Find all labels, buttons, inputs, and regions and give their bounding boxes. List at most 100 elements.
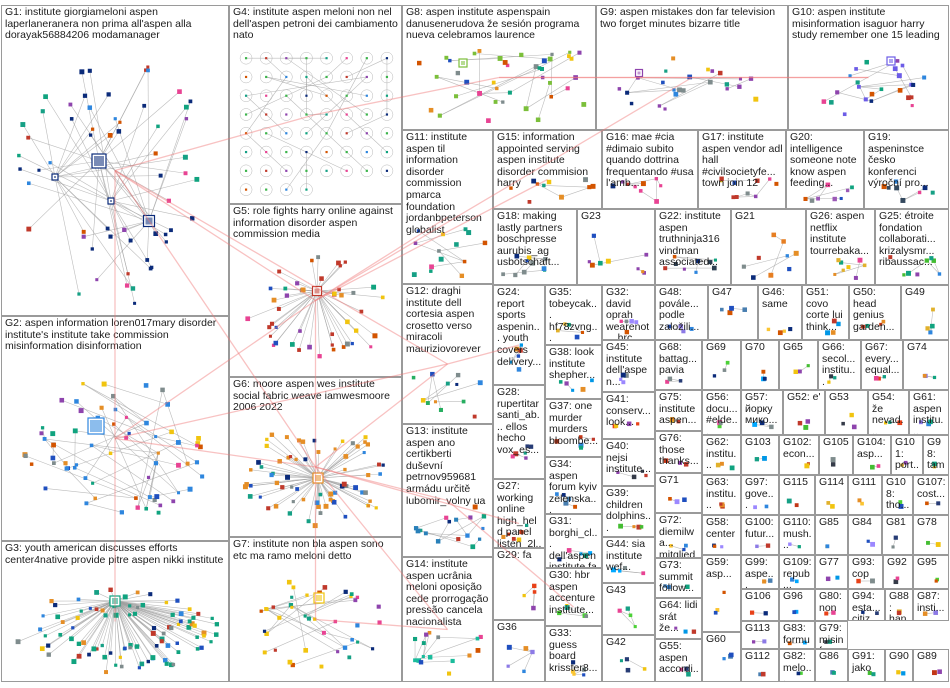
graph-node bbox=[556, 328, 560, 333]
graph-node bbox=[163, 232, 168, 237]
group-g58: G58: center bbox=[702, 515, 741, 555]
group-g113: G113 bbox=[741, 621, 779, 649]
graph-node bbox=[341, 481, 347, 487]
self-loop bbox=[300, 70, 313, 84]
group-label: G96 bbox=[783, 590, 803, 602]
graph-node bbox=[163, 658, 168, 663]
graph-node bbox=[848, 74, 852, 78]
group-label: G56: docu... #elde... bbox=[706, 391, 738, 435]
group-label: G36 bbox=[497, 621, 517, 633]
graph-node bbox=[591, 233, 596, 238]
graph-node bbox=[71, 659, 77, 665]
group-label: G48: povále... podle založili... bbox=[659, 286, 700, 333]
group-label: G16: mae #cia #dimaio subito quando dott… bbox=[606, 131, 694, 190]
graph-node bbox=[100, 608, 105, 613]
graph-node bbox=[87, 652, 91, 657]
group-g40: G40: nejsi institute... bbox=[602, 439, 655, 486]
graph-node bbox=[892, 66, 898, 72]
group-g23-nodes bbox=[587, 233, 649, 275]
graph-node bbox=[793, 250, 799, 256]
group-label: G74 bbox=[907, 341, 927, 353]
graph-node bbox=[126, 272, 130, 276]
graph-node bbox=[855, 80, 860, 85]
group-label: G82: melo... bbox=[783, 650, 812, 682]
graph-node bbox=[306, 616, 312, 621]
graph-node bbox=[454, 94, 459, 99]
graph-node bbox=[673, 91, 679, 97]
graph-node bbox=[523, 451, 527, 455]
graph-node bbox=[753, 194, 758, 199]
group-g60: G60 bbox=[702, 632, 741, 682]
group-g48-nodes bbox=[667, 324, 694, 334]
graph-node bbox=[39, 431, 44, 436]
graph-node bbox=[796, 671, 801, 676]
graph-node bbox=[94, 607, 99, 612]
graph-node bbox=[870, 464, 875, 470]
group-g108: G108: tho... bbox=[882, 475, 913, 515]
group-g86-nodes bbox=[830, 670, 836, 675]
group-g40-nodes bbox=[616, 469, 648, 480]
group-label: G76: those thanks... bbox=[659, 432, 699, 468]
graph-node bbox=[69, 117, 74, 121]
graph-node bbox=[286, 579, 292, 585]
graph-node bbox=[365, 442, 371, 447]
graph-node bbox=[448, 58, 452, 63]
graph-node bbox=[683, 462, 689, 467]
graph-node bbox=[731, 195, 736, 200]
graph-node bbox=[269, 472, 274, 478]
group-label: G37: one murder murders bloombe... bbox=[549, 400, 599, 447]
hub-avatar bbox=[112, 598, 118, 604]
graph-node bbox=[850, 185, 854, 190]
graph-node bbox=[788, 542, 792, 546]
graph-node bbox=[794, 609, 799, 614]
self-loop bbox=[320, 89, 333, 102]
graph-node bbox=[632, 525, 636, 529]
graph-node bbox=[863, 97, 868, 102]
group-g56: G56: docu... #elde... bbox=[702, 390, 741, 435]
graph-node bbox=[297, 438, 302, 443]
group-label: G81 bbox=[886, 516, 906, 528]
graph-node bbox=[715, 462, 721, 468]
graph-node bbox=[583, 553, 588, 559]
graph-node bbox=[170, 612, 175, 617]
graph-node bbox=[244, 75, 248, 79]
graph-node bbox=[194, 176, 200, 182]
graph-node bbox=[830, 330, 836, 335]
graph-node bbox=[50, 431, 56, 437]
graph-node bbox=[678, 460, 683, 465]
graph-node bbox=[265, 169, 268, 172]
graph-node bbox=[672, 88, 676, 92]
graph-node bbox=[259, 465, 264, 469]
group-g49-nodes bbox=[925, 307, 935, 335]
graph-node bbox=[277, 615, 282, 620]
graph-node bbox=[178, 611, 184, 617]
graph-node bbox=[175, 598, 180, 603]
graph-node bbox=[164, 661, 169, 666]
self-loop bbox=[360, 164, 374, 178]
self-loop bbox=[360, 108, 374, 121]
self-loop bbox=[280, 108, 293, 121]
graph-node bbox=[718, 421, 723, 426]
graph-node bbox=[722, 657, 726, 661]
graph-node bbox=[510, 454, 515, 459]
graph-node bbox=[266, 506, 271, 511]
graph-node bbox=[497, 55, 503, 61]
group-g25: G25: étroite fondation collaborati... kr… bbox=[875, 209, 949, 285]
graph-node bbox=[666, 585, 671, 589]
graph-node bbox=[107, 133, 113, 138]
graph-node bbox=[758, 672, 763, 677]
graph-node bbox=[295, 281, 300, 286]
hub-avatar bbox=[315, 475, 321, 481]
group-g103: G103 bbox=[741, 435, 779, 475]
graph-node bbox=[118, 120, 122, 124]
graph-node bbox=[683, 629, 688, 634]
graph-node bbox=[835, 90, 840, 95]
group-g99-nodes bbox=[762, 578, 773, 584]
graph-node bbox=[742, 307, 748, 312]
graph-node bbox=[416, 229, 421, 233]
graph-node bbox=[284, 293, 290, 298]
graph-node bbox=[421, 654, 425, 659]
group-label: G8: aspen institute aspenspain danusener… bbox=[406, 6, 580, 42]
graph-node bbox=[672, 254, 677, 259]
graph-node bbox=[214, 622, 220, 627]
